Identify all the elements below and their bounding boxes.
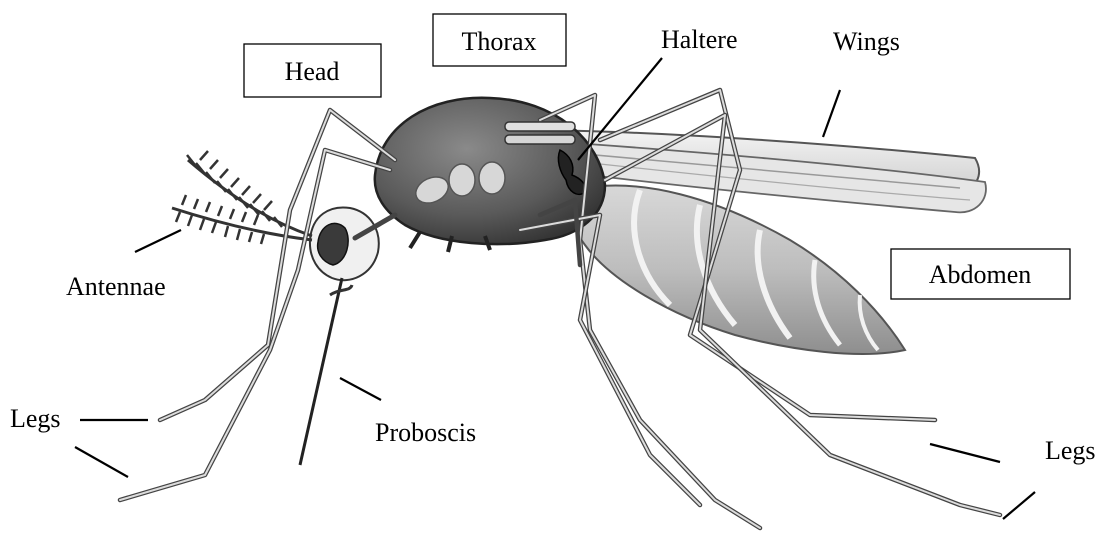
wings-leader-line — [823, 90, 840, 137]
proboscis-label-text: Proboscis — [375, 418, 476, 447]
mosquito-illustration — [120, 90, 1000, 528]
legs-left-leader-line-lower — [75, 447, 128, 477]
label-head: Head — [244, 44, 381, 97]
legs-right-label-text: Legs — [1045, 436, 1096, 465]
wings-label-text: Wings — [833, 27, 900, 56]
label-wings: Wings — [823, 27, 900, 137]
label-abdomen: Abdomen — [891, 249, 1070, 299]
legs-left-label-text: Legs — [10, 404, 61, 433]
label-antennae: Antennae — [66, 230, 181, 301]
thorax-drawing — [375, 98, 605, 252]
antennae-label-text: Antennae — [66, 272, 166, 301]
proboscis-drawing — [300, 278, 352, 465]
abdomen-label-text: Abdomen — [929, 260, 1032, 289]
label-thorax: Thorax — [433, 14, 566, 66]
legs-right-leader-line-lower — [1003, 492, 1035, 519]
head-drawing — [310, 207, 395, 280]
proboscis-leader-line — [340, 378, 381, 400]
thorax-label-text: Thorax — [461, 27, 536, 56]
haltere-label-text: Haltere — [661, 25, 738, 54]
antennae-leader-line — [135, 230, 181, 252]
label-legs-right: Legs — [930, 436, 1096, 519]
label-proboscis: Proboscis — [340, 378, 476, 447]
label-legs-left: Legs — [10, 404, 148, 477]
head-label-text: Head — [285, 57, 340, 86]
antennae-drawing — [172, 151, 312, 244]
abdomen-drawing — [570, 186, 905, 354]
legs-right-leader-line-upper — [930, 444, 1000, 462]
